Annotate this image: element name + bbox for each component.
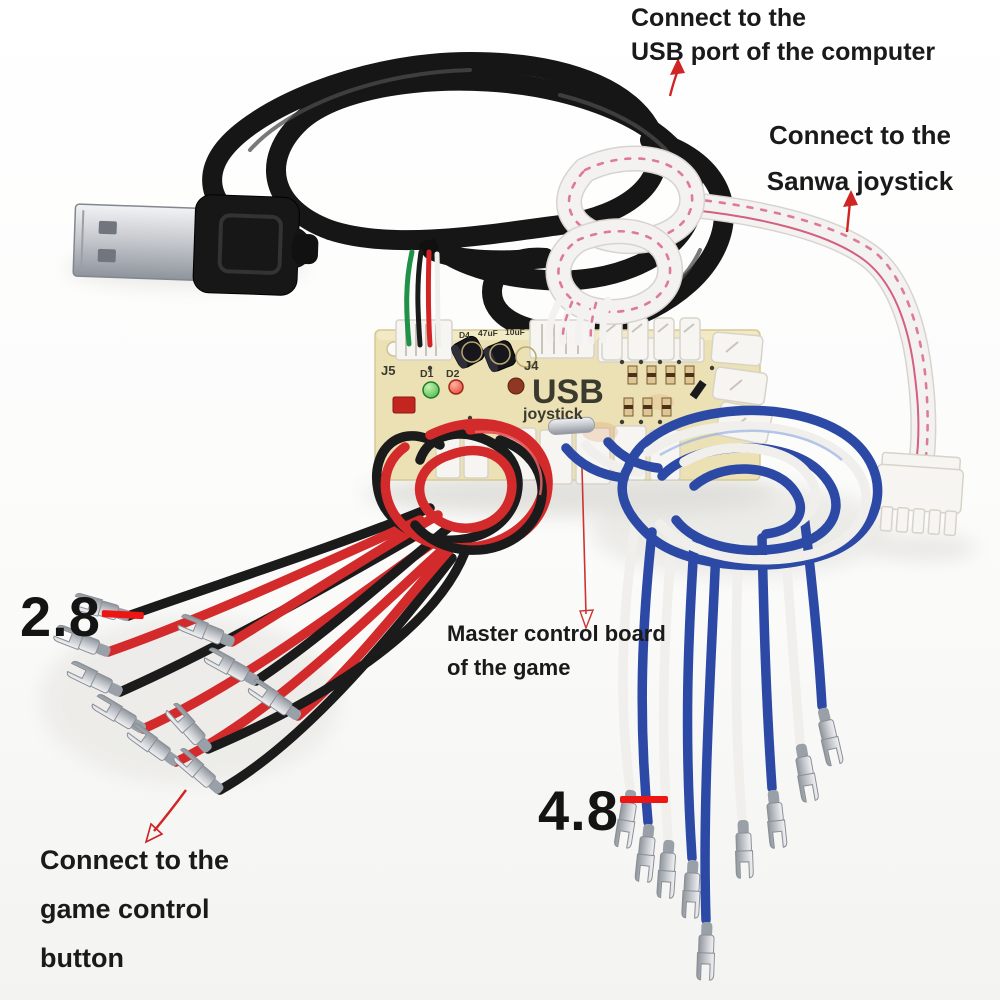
blue-white-wire-harness: [561, 405, 883, 981]
silkscreen-10uf: 10uF: [505, 327, 525, 337]
led-d1-green: [422, 381, 440, 399]
usb-plug-body: [192, 194, 300, 296]
top-right-headers: [597, 317, 705, 363]
usb-plug-hole: [98, 220, 117, 235]
joystick-connector-5pin: [874, 451, 965, 537]
crystal-oscillator: [547, 416, 595, 435]
annotation-line: Connect to the: [769, 120, 951, 150]
annotation-line: Connect to the: [40, 845, 229, 875]
silkscreen-d1: D1: [420, 368, 434, 380]
label-terminal-size-4-8: 4.8: [538, 779, 619, 842]
annotation-line: of the game: [447, 655, 571, 680]
solder-pads: [427, 359, 715, 425]
led-d2-red: [448, 379, 464, 395]
annotation-game-button: Connect to the game control button: [40, 836, 229, 983]
leader-master-board: [579, 467, 595, 631]
arrow-to-usb-text: [668, 58, 685, 97]
cable-jacket-end: [419, 239, 439, 256]
silkscreen-joystick: joystick: [522, 406, 583, 423]
usb-plug-hole: [97, 248, 116, 263]
ribbon-cable: [545, 145, 965, 537]
annotation-marks: [101, 58, 858, 844]
annotation-master-board: Master control board of the game: [447, 617, 666, 685]
silkscreen-d4: D4: [459, 330, 470, 340]
label-terminal-size-2-8: 2.8: [20, 585, 101, 648]
silkscreen-j5: J5: [381, 363, 395, 378]
red-component: [392, 396, 416, 414]
annotation-line: Connect to the: [631, 4, 806, 32]
arrow-to-sanwa-text: [843, 190, 858, 233]
usb-cable: [202, 51, 734, 343]
usb-plug-metal-shell: [72, 203, 203, 281]
size-48-dash: [620, 796, 668, 803]
annotation-line: Sanwa joystick: [766, 166, 954, 196]
silkscreen-d2: D2: [446, 368, 460, 380]
connector-j5: [395, 319, 453, 361]
annotation-line: button: [40, 943, 124, 973]
silkscreen-usb: USB: [532, 373, 604, 411]
arrow-to-button-text: [144, 789, 187, 844]
round-component: [507, 377, 525, 395]
silkscreen-j4: J4: [524, 358, 539, 373]
silkscreen-47uf: 47uF: [478, 328, 498, 338]
button-wire-harness: [52, 418, 553, 799]
resistor-row: [623, 365, 707, 417]
usb-plug: [72, 194, 319, 296]
annotation-line: game control: [40, 894, 210, 924]
annotation-line: USB port of the computer: [631, 38, 936, 66]
annotation-line: Master control board: [447, 621, 666, 646]
size-28-dash: [101, 610, 144, 620]
usb-lead-wires: [404, 249, 442, 348]
annotation-sanwa-joystick: Connect to the Sanwa joystick: [764, 112, 956, 204]
annotation-usb-computer: Connect to the USB port of the computer: [631, 1, 935, 69]
